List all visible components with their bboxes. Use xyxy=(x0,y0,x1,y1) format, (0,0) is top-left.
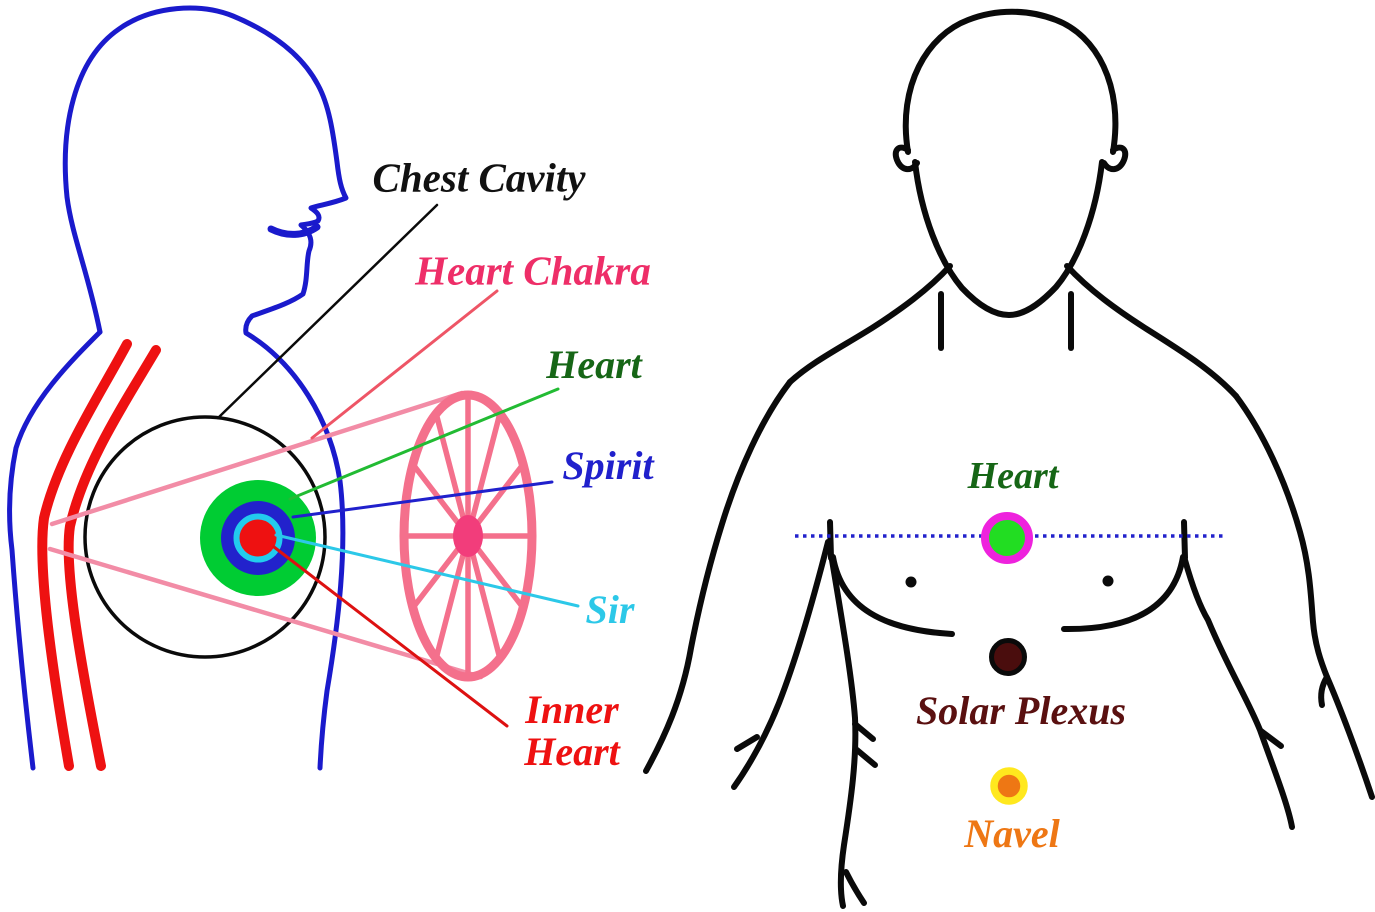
magnifier-fan-lines xyxy=(47,390,484,680)
right-elbow-crease xyxy=(1318,674,1330,708)
red-line-left xyxy=(37,339,132,771)
left-hand-branch xyxy=(843,869,867,906)
solar-plexus-point xyxy=(989,638,1027,676)
left-arm-outer xyxy=(643,379,793,774)
inner-body-lines xyxy=(37,339,161,771)
chakra-wheel xyxy=(399,390,537,682)
torso-chakra-points xyxy=(981,512,1033,805)
fan-line-bottom xyxy=(47,546,484,680)
sir-label: Sir xyxy=(585,587,635,632)
heart-leader xyxy=(288,387,560,501)
left-nipple xyxy=(905,576,917,588)
left-pec-curve xyxy=(830,554,955,637)
navel-label: Navel xyxy=(964,811,1060,856)
inner-heart-label: Inner Heart xyxy=(524,689,620,773)
heart-label-right: Heart xyxy=(967,455,1059,498)
right-arm-outer xyxy=(1233,393,1375,800)
right-ear xyxy=(1101,144,1129,173)
inner-heart-disk-red-with-sir-ring xyxy=(233,513,283,563)
inner-heart-label-line2: Heart xyxy=(524,729,620,774)
inner-heart-leader xyxy=(272,545,509,728)
wheel-hub xyxy=(453,515,483,557)
solar-plexus-label: Solar Plexus xyxy=(915,688,1127,733)
chest-cavity-leader xyxy=(216,203,439,420)
heart-label-left: Heart xyxy=(546,342,642,387)
heart-point xyxy=(981,512,1033,564)
profile-figure xyxy=(6,5,349,771)
heart-chakra-leader xyxy=(310,289,499,440)
inner-heart-label-line1: Inner xyxy=(525,687,619,732)
profile-mouth-line xyxy=(267,223,321,238)
left-elbow-crease xyxy=(734,734,760,752)
left-torso-side xyxy=(829,557,859,909)
right-armpit-tick xyxy=(1181,519,1188,561)
heart-chakra-label: Heart Chakra xyxy=(415,247,651,294)
left-shoulder-line xyxy=(787,263,953,385)
right-nipple xyxy=(1102,575,1114,587)
left-waist-crease-2 xyxy=(854,747,878,768)
leader-lines xyxy=(216,203,580,728)
front-jaw-outline xyxy=(912,159,1105,318)
right-torso-side xyxy=(1182,557,1295,830)
spirit-leader xyxy=(291,480,554,519)
right-pec-curve xyxy=(1061,554,1186,633)
front-head-outline xyxy=(902,8,1119,155)
wheel-rim xyxy=(399,390,537,682)
red-line-right xyxy=(63,345,161,771)
front-figure xyxy=(643,8,1375,909)
right-shoulder-line xyxy=(1064,263,1239,399)
fan-line-top xyxy=(49,390,465,527)
sir-leader xyxy=(274,533,580,608)
chest-chakra-disks xyxy=(200,480,316,596)
navel-point xyxy=(990,767,1028,805)
chest-cavity-label: Chest Cavity xyxy=(372,154,586,201)
profile-head-face-chest-outline xyxy=(62,5,349,771)
left-ear xyxy=(892,144,920,173)
left-armpit-tick xyxy=(827,519,834,561)
profile-back-outline xyxy=(6,329,103,771)
chest-cavity-circle xyxy=(83,415,327,659)
right-waist-crease xyxy=(1258,728,1284,749)
spirit-label: Spirit xyxy=(562,443,654,488)
left-waist-crease-1 xyxy=(852,721,876,742)
left-arm-inner xyxy=(731,539,831,790)
